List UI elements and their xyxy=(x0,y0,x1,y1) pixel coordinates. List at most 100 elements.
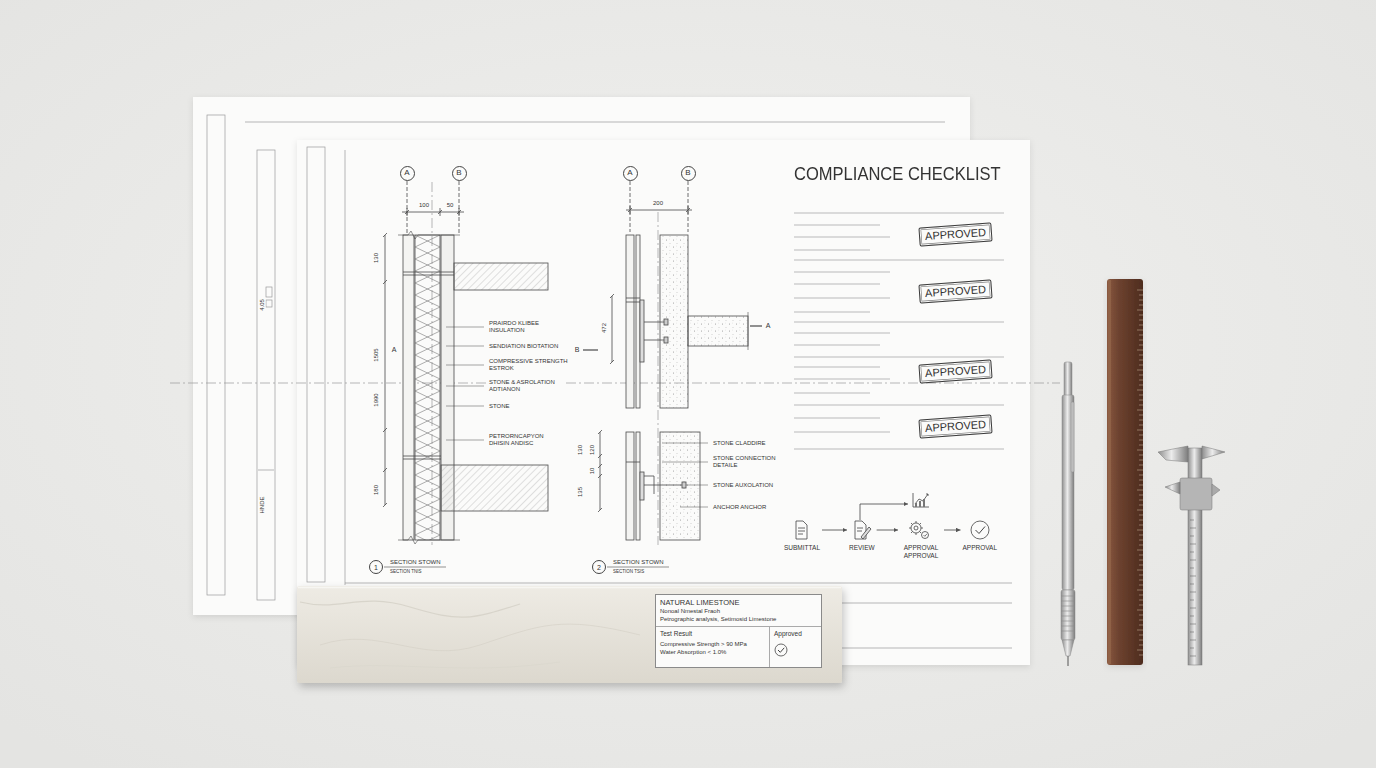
card-text: Compressive Strength > 90 MPa xyxy=(660,641,765,649)
callout-text: COMPRESSIVE STRENGTH ESTROK xyxy=(488,358,574,372)
stone-sample xyxy=(330,662,560,668)
checklist-rules xyxy=(794,432,890,433)
wall-section-1 xyxy=(403,272,454,273)
wall-section-2 xyxy=(612,296,613,362)
back-sheet xyxy=(266,287,272,297)
wall-section-2 xyxy=(750,325,762,326)
checklist-rules xyxy=(794,213,1004,449)
wall-section-2 xyxy=(682,482,686,488)
wall-section-1 xyxy=(398,231,460,239)
checklist-rules xyxy=(794,237,890,238)
wall-section-1 xyxy=(402,212,464,213)
callout-text: STONE CLADDIRE xyxy=(712,440,767,447)
section-number-text: 1 xyxy=(374,564,378,571)
check-icon xyxy=(775,644,787,656)
callout-text: STONE xyxy=(488,403,511,410)
checklist-rules xyxy=(794,260,1004,261)
flow-step-text: REVIEW xyxy=(849,544,875,552)
wall-section-1 xyxy=(384,567,446,568)
wall-section-1 xyxy=(403,459,441,460)
stone-sample xyxy=(297,586,842,683)
wall-section-2 xyxy=(660,432,700,540)
card-text: Approved xyxy=(774,630,802,638)
flow-icons xyxy=(861,527,871,539)
flow-step: SUBMITTAL xyxy=(784,520,820,552)
card-results: Test ResultCompressive Strength > 90 MPa… xyxy=(656,627,769,667)
vernier-caliper xyxy=(1190,520,1196,656)
wall-section-2 xyxy=(660,235,688,408)
checklist-rules xyxy=(794,250,870,251)
grid-bubble-text: B xyxy=(456,169,461,177)
flow-step-text: APPROVAL APPROVAL xyxy=(900,544,942,560)
mechanical-pencil xyxy=(1068,656,1069,666)
flow-icons xyxy=(798,528,805,534)
section-title: SECTION STOWN xyxy=(612,559,665,566)
approved-stamp-text: APPROVED xyxy=(924,417,986,434)
checklist-rules xyxy=(794,298,890,299)
approved-stamp: APPROVED xyxy=(918,279,992,303)
wall-section-1 xyxy=(454,263,548,290)
sheet-title: COMPLIANCE CHECKLIST xyxy=(794,164,1001,185)
flow-icons xyxy=(922,532,929,539)
wall-section-2 xyxy=(626,235,634,408)
flow-icons xyxy=(913,493,929,507)
flow-icons xyxy=(924,534,928,537)
wall-section-2 xyxy=(598,430,602,512)
approved-stamp-text: APPROVED xyxy=(924,282,986,299)
wall-section-1 xyxy=(407,181,408,234)
checklist-rules xyxy=(794,393,870,394)
front-sheet xyxy=(307,147,1012,648)
wall-section-2 xyxy=(662,462,708,463)
wall-section-1 xyxy=(383,181,548,567)
wall-section-1 xyxy=(446,346,484,347)
wooden-ruler xyxy=(1108,280,1111,664)
card-text: Test Result xyxy=(660,630,765,638)
wall-section-2 xyxy=(664,337,668,343)
section-subtitle: SECTION TNIS xyxy=(389,569,422,574)
checklist-rules xyxy=(794,225,880,226)
callout-text: STONE CONNECTION DETAILE xyxy=(712,455,780,469)
card-text: Water Absorption < 1.0% xyxy=(660,649,765,657)
callout-text: PETRORNCAPYON DHISIN ANDISC xyxy=(488,433,548,447)
mechanical-pencil xyxy=(1061,590,1075,640)
wall-section-1 xyxy=(441,465,548,511)
vernier-caliper xyxy=(1158,446,1188,462)
wall-section-2 xyxy=(644,485,685,486)
card-text: NATURAL LIMESTONE xyxy=(660,598,817,608)
checklist-rules xyxy=(794,272,890,273)
wall-section-2 xyxy=(664,319,668,325)
stone-sample xyxy=(320,624,640,651)
section-cut-letter: B xyxy=(574,346,581,354)
callout-text: SENDIATION BIOTATION xyxy=(488,343,559,350)
dimension-text: 135 xyxy=(577,486,584,498)
stone-sample xyxy=(298,587,841,589)
front-sheet xyxy=(307,147,325,582)
flow-icons xyxy=(976,527,986,534)
grid-bubble: B xyxy=(681,166,696,181)
wall-section-2 xyxy=(626,432,634,540)
wall-section-2 xyxy=(680,507,708,508)
section-number: 2 xyxy=(592,560,606,574)
wall-section-2 xyxy=(748,312,749,350)
checklist-rules xyxy=(794,322,1004,323)
checklist-rules xyxy=(794,312,870,313)
checklist-rules xyxy=(794,357,1004,358)
flow-icons xyxy=(923,499,925,507)
back-sheet xyxy=(266,300,272,307)
front-sheet xyxy=(345,150,346,585)
flow-icons xyxy=(926,494,928,496)
flow-step: APPROVAL APPROVAL xyxy=(900,520,942,560)
wall-section-2 xyxy=(626,302,640,303)
grid-bubble: A xyxy=(400,166,415,181)
flow-icons xyxy=(860,504,908,520)
callout-text: ANCHOR ANCHOR xyxy=(712,504,767,511)
checklist-rules xyxy=(794,449,1004,450)
section-number: 1 xyxy=(369,560,383,574)
checklist-rules xyxy=(794,405,1004,406)
section-cut-letter: A xyxy=(391,346,398,354)
wooden-ruler xyxy=(1107,279,1143,665)
mechanical-pencil xyxy=(1071,402,1074,472)
wall-section-2 xyxy=(688,316,748,346)
